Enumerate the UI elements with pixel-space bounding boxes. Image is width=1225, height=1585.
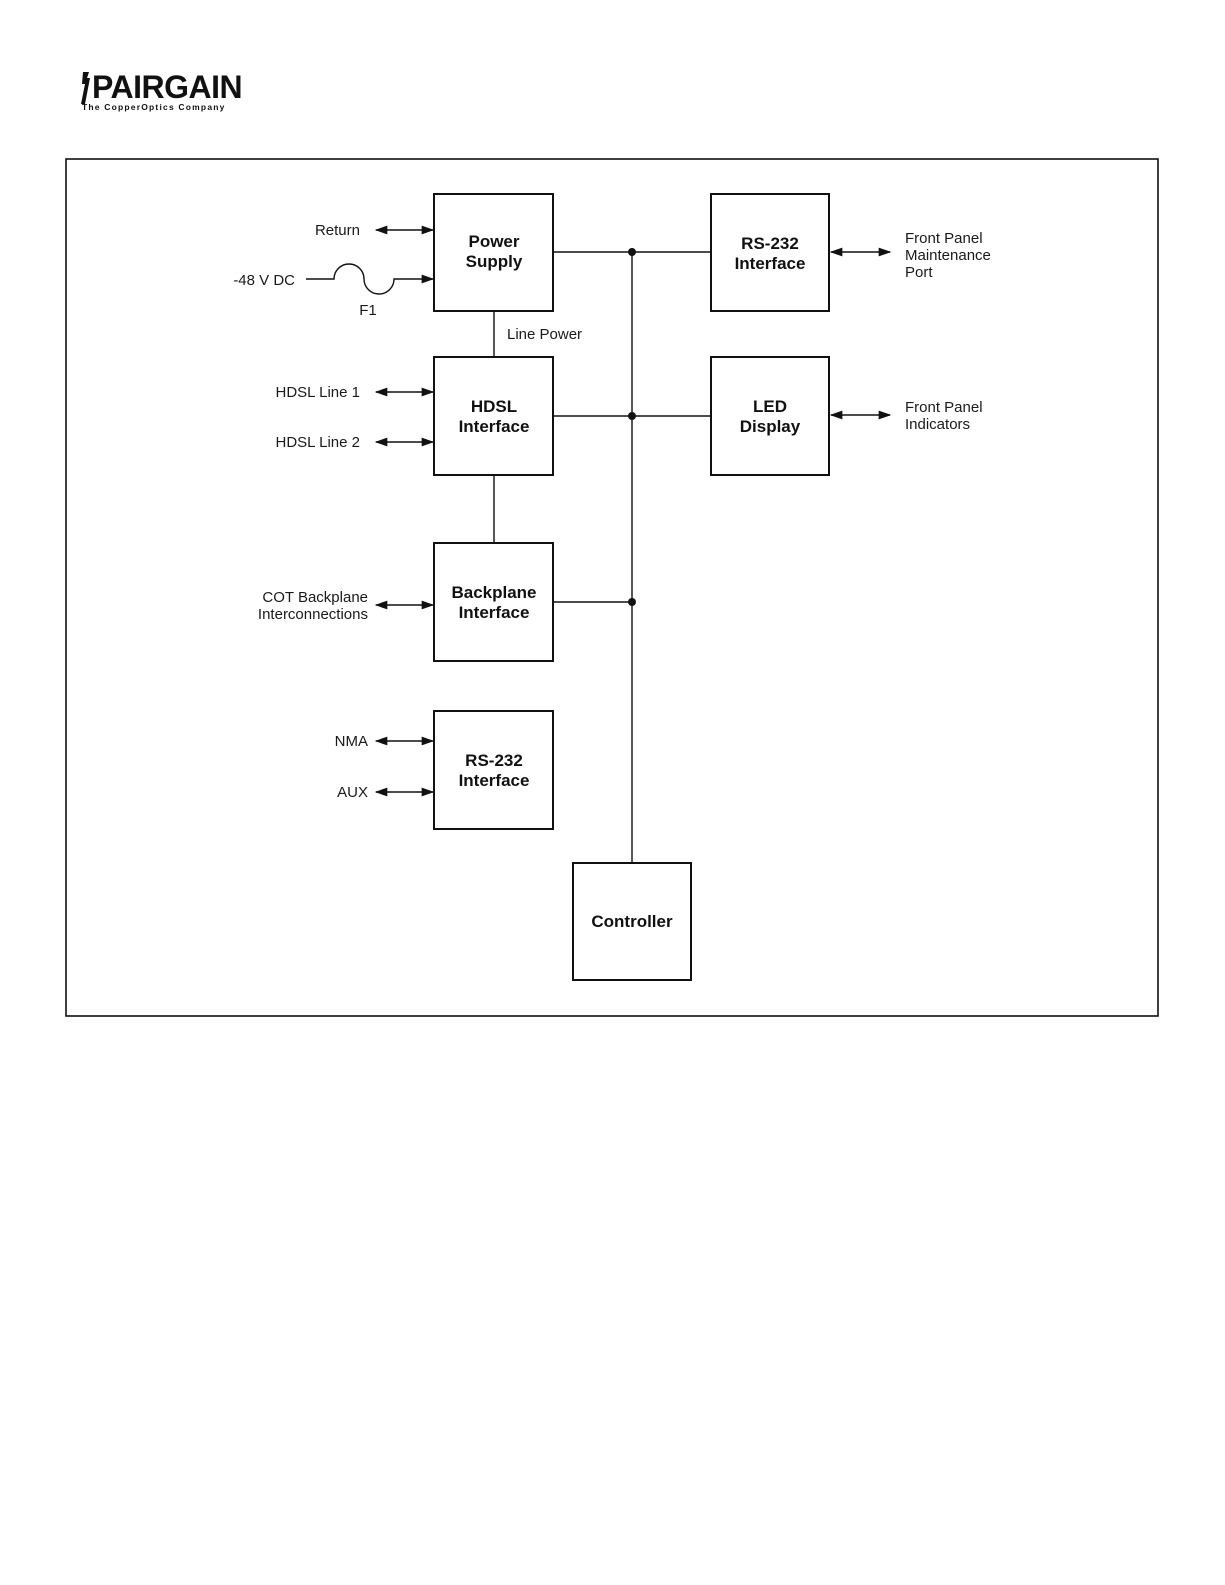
line-power-label: Line Power	[507, 326, 582, 343]
cot-backplane-label-2: Interconnections	[258, 606, 368, 623]
front-panel-port-label-1: Front Panel	[905, 230, 983, 247]
front-panel-indicators-label-1: Front Panel	[905, 399, 983, 416]
power-supply-label-2: Supply	[466, 252, 523, 271]
junction-dot	[628, 412, 636, 420]
controller-block: Controller	[573, 863, 691, 980]
front-panel-port-label-3: Port	[905, 264, 933, 281]
front-panel-port-label-2: Maintenance	[905, 247, 991, 264]
rs232-upper-label-2: Interface	[735, 254, 806, 273]
rs232-interface-lower-block: RS-232 Interface	[434, 711, 553, 829]
led-display-label-2: Display	[740, 417, 801, 436]
hdsl-line-2-label: HDSL Line 2	[276, 434, 361, 451]
nma-label: NMA	[335, 733, 368, 750]
rs232-interface-upper-block: RS-232 Interface	[711, 194, 829, 311]
front-panel-indicators-label-2: Indicators	[905, 416, 970, 433]
cot-backplane-label-1: COT Backplane	[262, 589, 368, 606]
hdsl-line-1-label: HDSL Line 1	[276, 384, 361, 401]
hdsl-interface-label-2: Interface	[459, 417, 530, 436]
rs232-lower-label-2: Interface	[459, 771, 530, 790]
backplane-interface-label-1: Backplane	[451, 583, 536, 602]
return-label: Return	[315, 222, 360, 239]
power-supply-block: Power Supply	[434, 194, 553, 311]
rs232-lower-label-1: RS-232	[465, 751, 523, 770]
led-display-label-1: LED	[753, 397, 787, 416]
rs232-upper-label-1: RS-232	[741, 234, 799, 253]
hdsl-interface-block: HDSL Interface	[434, 357, 553, 475]
power-supply-label-1: Power	[468, 232, 519, 251]
hdsl-interface-label-1: HDSL	[471, 397, 517, 416]
controller-label: Controller	[591, 912, 673, 931]
junction-dot	[628, 248, 636, 256]
fuse-icon	[306, 264, 433, 294]
backplane-interface-label-2: Interface	[459, 603, 530, 622]
junction-dot	[628, 598, 636, 606]
dc-input-label: -48 V DC	[233, 272, 295, 289]
led-display-block: LED Display	[711, 357, 829, 475]
fuse-label: F1	[359, 302, 377, 319]
aux-label: AUX	[337, 784, 368, 801]
backplane-interface-block: Backplane Interface	[434, 543, 553, 661]
